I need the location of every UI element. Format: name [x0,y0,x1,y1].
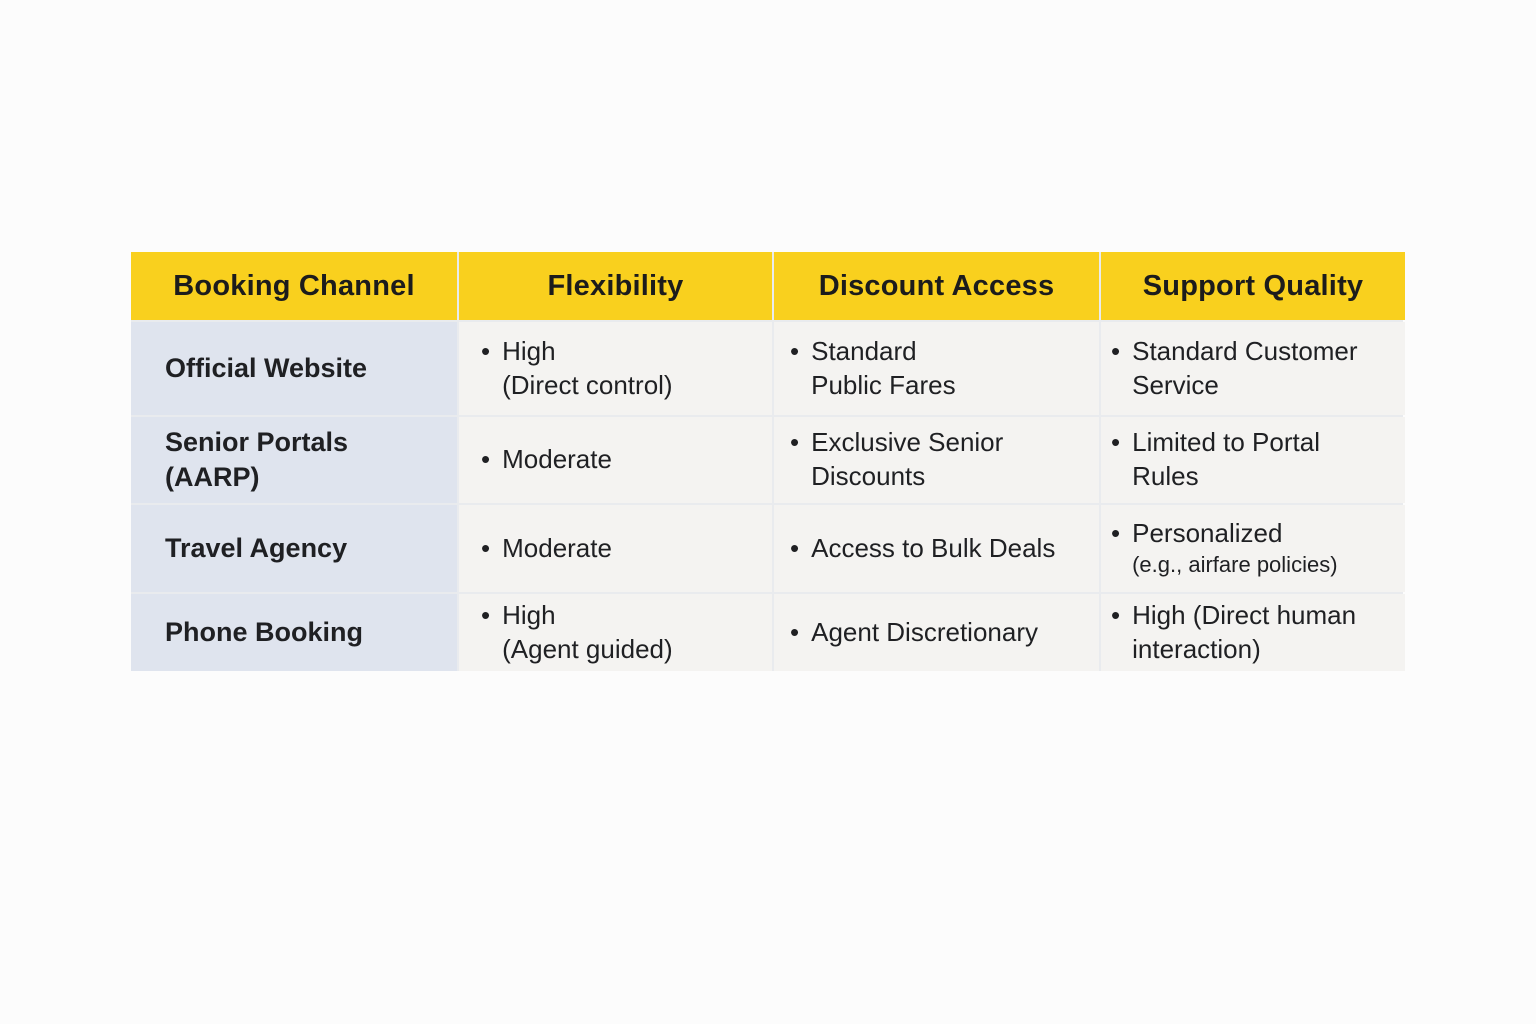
cell-official-website-support: • Standard Customer Service [1101,322,1405,415]
cell-text-line1: Moderate [502,444,612,475]
channel-label: Travel Agency [165,532,348,563]
cell-text-line2: Service [1132,369,1219,400]
row-senior-portals-channel: Senior Portals (AARP) [131,417,457,503]
cell-text-line1: High [502,599,556,630]
cell-text-line1: Moderate [502,532,612,563]
bullet-icon: • [790,532,800,563]
cell-text-line2: (Agent guided) [502,633,673,664]
header-cell-discount-access: Discount Access [774,252,1099,320]
cell-phone-booking-flexibility: • High (Agent guided) [459,594,772,671]
cell-text-line1: Standard [811,335,917,366]
cell-travel-agency-discount: • Access to Bulk Deals [774,505,1099,592]
cell-text-line2: interaction) [1132,633,1261,664]
cell-text-line1: Exclusive Senior [811,427,1004,458]
cell-text-line1: Personalized [1132,518,1283,549]
channel-label: Phone Booking [165,616,363,647]
cell-text-line1: High [502,335,556,366]
cell-text-line1: High (Direct human [1132,599,1357,630]
cell-text-line2: (e.g., airfare policies) [1132,552,1338,578]
channel-label-line2: (AARP) [165,462,260,492]
cell-text-line1: Agent Discretionary [811,616,1038,647]
row-official-website-channel: Official Website [131,322,457,415]
header-cell-booking-channel: Booking Channel [131,252,457,320]
bullet-icon: • [1111,427,1121,458]
bullet-icon: • [790,427,800,458]
cell-official-website-flexibility: • High (Direct control) [459,322,772,415]
cell-travel-agency-support: • Personalized (e.g., airfare policies) [1101,505,1405,592]
cell-senior-portals-discount: • Exclusive Senior Discounts [774,417,1099,503]
cell-text-line1: Access to Bulk Deals [811,532,1056,563]
cell-text-line2: Rules [1132,461,1199,491]
cell-senior-portals-flexibility: • Moderate [459,417,772,503]
bullet-icon: • [790,335,800,366]
booking-channel-comparison-table: Booking Channel Flexibility Discount Acc… [131,252,1405,671]
bullet-icon: • [1111,599,1121,630]
bullet-icon: • [481,335,491,366]
row-travel-agency-channel: Travel Agency [131,505,457,592]
bullet-icon: • [481,599,491,630]
cell-travel-agency-flexibility: • Moderate [459,505,772,592]
channel-label: Senior Portals [165,426,349,457]
header-cell-flexibility: Flexibility [459,252,772,320]
bullet-icon: • [1111,335,1121,366]
cell-senior-portals-support: • Limited to Portal Rules [1101,417,1405,503]
bullet-icon: • [790,616,800,647]
channel-label: Official Website [165,352,368,383]
row-phone-booking-channel: Phone Booking [131,594,457,671]
cell-text-line2: Discounts [811,461,926,491]
bullet-icon: • [1111,518,1121,549]
bullet-icon: • [481,532,491,563]
cell-text-line2: Public Fares [811,369,956,400]
cell-text-line1: Standard Customer [1132,335,1358,366]
header-cell-support-quality: Support Quality [1101,252,1405,320]
cell-phone-booking-support: • High (Direct human interaction) [1101,594,1405,671]
cell-text-line2: (Direct control) [502,369,673,400]
cell-official-website-discount: • Standard Public Fares [774,322,1099,415]
cell-text-line1: Limited to Portal [1132,427,1320,458]
bullet-icon: • [481,444,491,475]
cell-phone-booking-discount: • Agent Discretionary [774,594,1099,671]
